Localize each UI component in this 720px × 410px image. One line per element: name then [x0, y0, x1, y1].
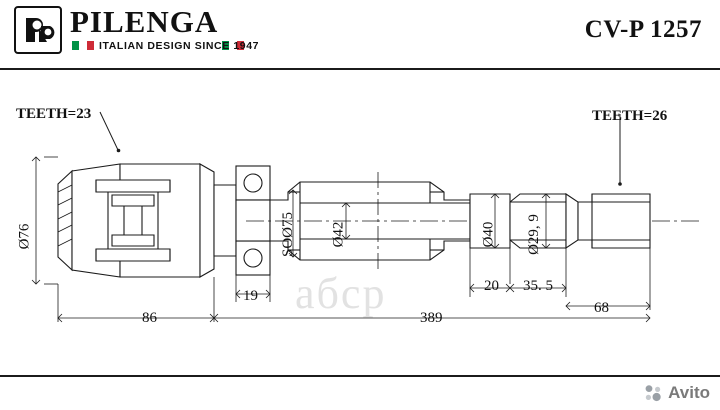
- teeth-left-label: TEETH=23: [16, 106, 92, 122]
- length-389-label: 389: [420, 310, 443, 326]
- header-divider: [0, 68, 720, 70]
- watermark-text: абср: [295, 269, 387, 318]
- page-header: PILENGA ITALIAN DESIGN SINCE 1947 CV-P 1…: [0, 0, 720, 68]
- length-19-label: 19: [243, 288, 258, 304]
- teeth-right-label: TEETH=26: [592, 108, 668, 124]
- italian-flag-left-icon: [72, 41, 94, 50]
- avito-label: Avito: [668, 383, 710, 402]
- length-35-5-label: 35. 5: [523, 278, 553, 294]
- brand-name: PILENGA: [70, 4, 219, 39]
- length-68-label: 68: [594, 300, 609, 316]
- length-20-label: 20: [484, 278, 499, 294]
- avito-badge[interactable]: Avito: [643, 382, 710, 404]
- length-86-label: 86: [142, 310, 157, 326]
- qp-monogram-logo-icon: [14, 6, 62, 54]
- diameter-so75-label: SOØ75: [280, 211, 297, 258]
- diameter-42-label: Ø42: [330, 221, 347, 248]
- part-number: CV-P 1257: [584, 16, 702, 43]
- brand-tagline: ITALIAN DESIGN SINCE 1947: [99, 40, 260, 52]
- avito-logo-icon: [645, 385, 661, 402]
- italian-flag-right-icon: [222, 41, 244, 50]
- diameter-29-9-label: Ø29, 9: [525, 214, 542, 255]
- diameter-76-label: Ø76: [16, 223, 33, 250]
- cv-joint-technical-drawing: [31, 111, 700, 323]
- diameter-40-label: Ø40: [480, 221, 497, 248]
- footer-divider: [0, 375, 720, 377]
